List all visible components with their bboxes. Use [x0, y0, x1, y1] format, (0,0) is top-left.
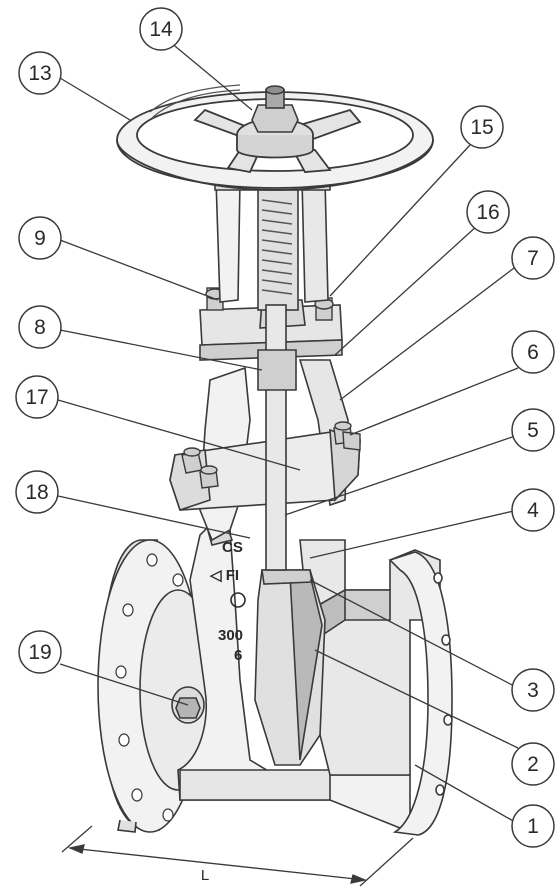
callout-4: 4	[511, 488, 555, 532]
callout-3: 3	[511, 668, 555, 712]
svg-text:5: 5	[527, 419, 539, 442]
svg-text:15: 15	[470, 116, 493, 139]
callout-14: 14	[139, 7, 183, 51]
stem-threads	[261, 199, 293, 295]
marking-line-1: CS	[222, 539, 243, 556]
callout-9: 9	[18, 216, 62, 260]
marking-symbol	[230, 592, 246, 608]
dimension-label: L	[201, 867, 209, 884]
callout-8: 8	[18, 305, 62, 349]
callout-18: 18	[15, 470, 59, 514]
body-cutaway	[299, 539, 441, 776]
callout-7: 7	[511, 236, 555, 280]
svg-text:1: 1	[527, 815, 539, 838]
leader-lines	[57, 31, 519, 823]
svg-text:9: 9	[34, 227, 46, 250]
callout-5: 5	[511, 408, 555, 452]
callout-15: 15	[460, 105, 504, 149]
svg-text:13: 13	[28, 62, 51, 85]
body-markings: CS ◁ FI 300 6	[209, 539, 246, 664]
callout-13: 13	[18, 51, 62, 95]
marking-line-3: 300	[218, 627, 243, 644]
svg-text:14: 14	[149, 18, 173, 41]
callout-6: 6	[511, 330, 555, 374]
svg-text:4: 4	[527, 499, 539, 522]
callout-2: 2	[511, 742, 555, 786]
svg-text:16: 16	[476, 201, 499, 224]
bonnet-bolts	[181, 421, 361, 489]
svg-text:7: 7	[527, 247, 539, 270]
callout-17: 17	[15, 375, 59, 419]
marking-line-2: ◁ FI	[209, 567, 239, 584]
right-flange	[388, 551, 453, 836]
svg-text:19: 19	[28, 641, 51, 664]
marking-line-4: 6	[234, 647, 242, 664]
svg-text:6: 6	[527, 341, 539, 364]
callout-19: 19	[18, 630, 62, 674]
callout-1: 1	[511, 804, 555, 848]
svg-text:17: 17	[25, 386, 48, 409]
svg-text:2: 2	[527, 753, 539, 776]
svg-text:18: 18	[25, 481, 48, 504]
svg-text:8: 8	[34, 316, 46, 339]
dimension-l	[61, 825, 414, 887]
handwheel	[116, 91, 434, 191]
callout-16: 16	[466, 190, 510, 234]
svg-text:3: 3	[527, 679, 539, 702]
left-flange-bolt-holes	[115, 553, 184, 822]
wedge-gate	[254, 569, 326, 766]
stem-nut	[251, 85, 299, 133]
